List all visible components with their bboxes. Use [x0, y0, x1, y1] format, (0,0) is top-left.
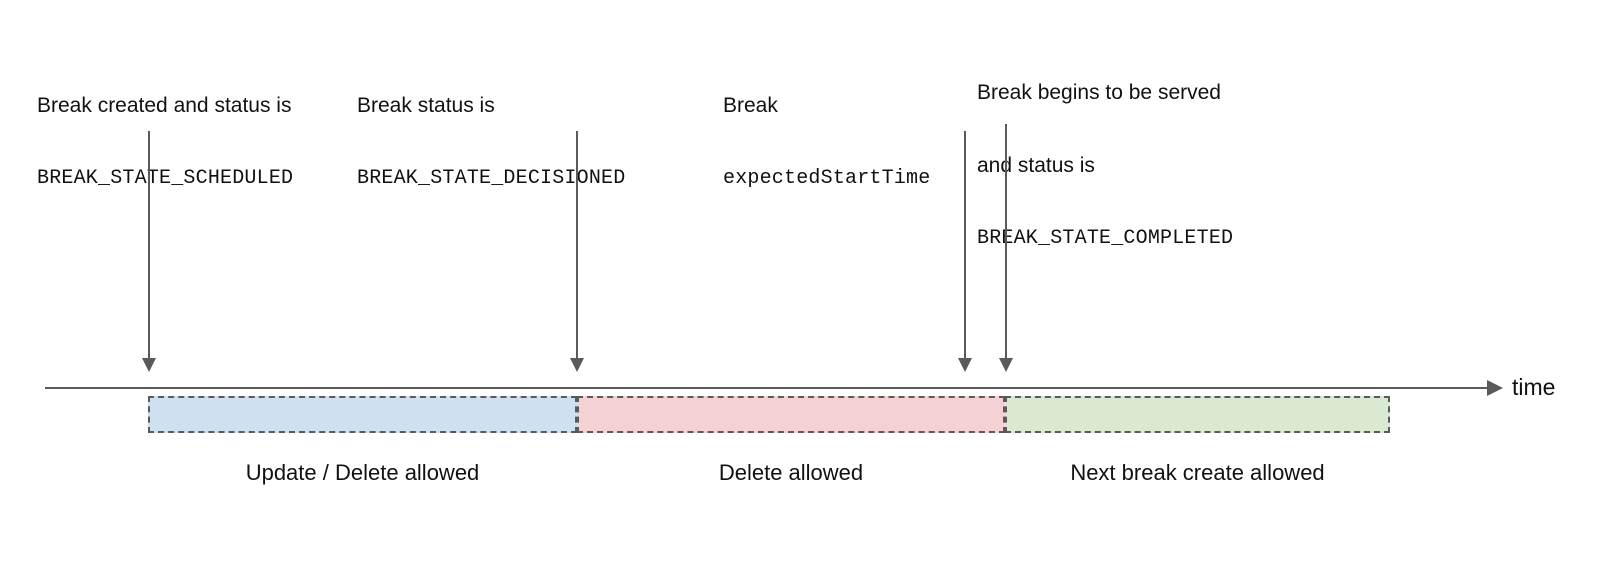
annotation-prose-line: Break [723, 94, 778, 118]
annotation-code-line: expectedStartTime [723, 167, 931, 191]
phase-caption-completed: Next break create allowed [1070, 460, 1325, 485]
phase-bar-decisioned [577, 396, 1005, 433]
annotation-prose-line: and status is [977, 154, 1095, 178]
annotation-prose-line: Break begins to be served [977, 81, 1221, 105]
marker-arrow-completed [999, 124, 1013, 372]
time-axis-line [45, 387, 1493, 389]
annotation-break-expected-start-time: Break expectedStartTime [723, 48, 930, 237]
annotation-break-scheduled: Break created and status is BREAK_STATE_… [37, 48, 293, 237]
phase-bar-scheduled [148, 396, 577, 433]
time-axis-label: time [1512, 374, 1556, 400]
arrowhead-down-icon [999, 358, 1013, 372]
annotation-break-completed: Break begins to be served and status is … [977, 35, 1233, 297]
annotation-code-line: BREAK_STATE_COMPLETED [977, 227, 1234, 251]
arrowhead-down-icon [142, 358, 156, 372]
marker-arrow-scheduled [142, 131, 156, 372]
phase-caption-scheduled: Update / Delete allowed [245, 460, 480, 485]
arrowhead-right-icon [1487, 380, 1503, 396]
annotation-prose-line: Break status is [357, 94, 495, 118]
arrowhead-down-icon [958, 358, 972, 372]
annotation-code-line: BREAK_STATE_SCHEDULED [37, 167, 294, 191]
annotation-prose-line: Break created and status is [37, 94, 292, 118]
marker-arrow-decisioned [570, 131, 584, 372]
phase-caption-decisioned: Delete allowed [718, 460, 864, 485]
annotation-code-line: BREAK_STATE_DECISIONED [357, 167, 626, 191]
marker-arrow-expected-start-time [958, 131, 972, 372]
annotation-break-decisioned: Break status is BREAK_STATE_DECISIONED [357, 48, 625, 237]
arrowhead-down-icon [570, 358, 584, 372]
phase-bar-completed [1005, 396, 1390, 433]
